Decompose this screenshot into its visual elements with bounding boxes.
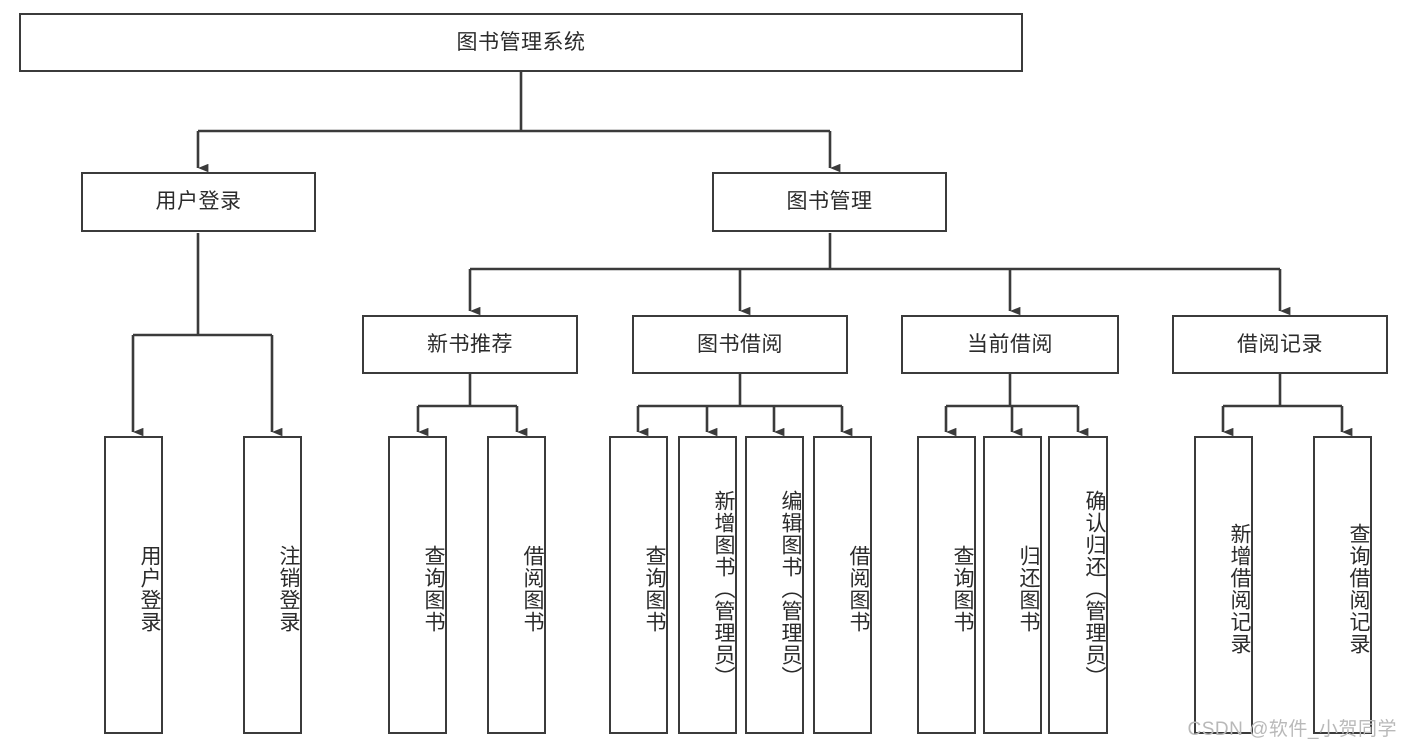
node-label: 查询图书 [951,545,974,633]
watermark-credit: CSDN @软件_小贺同学 [1187,719,1397,740]
node-label: 图书管理 [786,190,873,214]
leaf-new-book-query[interactable]: 查询图书 [388,436,447,734]
node-label: 注销登录 [277,545,300,633]
node-label: 新增借阅记录 [1228,523,1251,655]
node-book-borrow[interactable]: 图书借阅 [632,315,848,374]
node-book-management[interactable]: 图书管理 [712,172,947,232]
node-label: 查询图书 [422,545,445,633]
leaf-user-login-logout[interactable]: 注销登录 [243,436,302,734]
leaf-current-borrow-confirm[interactable]: 确认归还（管理员） [1048,436,1108,734]
node-new-book-recommend[interactable]: 新书推荐 [362,315,578,374]
node-label: 查询图书 [643,545,666,633]
leaf-borrow-record-add[interactable]: 新增借阅记录 [1194,436,1253,734]
leaf-book-borrow-borrow[interactable]: 借阅图书 [813,436,872,734]
node-label: 用户登录 [138,545,161,633]
leaf-book-borrow-query[interactable]: 查询图书 [609,436,668,734]
node-borrow-record[interactable]: 借阅记录 [1172,315,1388,374]
leaf-borrow-record-query[interactable]: 查询借阅记录 [1313,436,1372,734]
node-label: 借阅记录 [1237,332,1323,356]
leaf-new-book-borrow[interactable]: 借阅图书 [487,436,546,734]
node-label: 编辑图书（管理员） [779,490,802,688]
node-root-system[interactable]: 图书管理系统 [19,13,1023,72]
leaf-book-borrow-edit[interactable]: 编辑图书（管理员） [745,436,804,734]
node-label: 新增图书（管理员） [712,490,735,688]
node-label: 图书管理系统 [456,30,586,54]
node-label: 图书借阅 [697,332,783,356]
node-label: 借阅图书 [521,545,544,633]
leaf-book-borrow-add[interactable]: 新增图书（管理员） [678,436,737,734]
node-label: 当前借阅 [967,332,1053,356]
node-label: 新书推荐 [427,332,513,356]
node-label: 归还图书 [1017,545,1040,633]
node-label: 用户登录 [155,190,242,214]
leaf-user-login-login[interactable]: 用户登录 [104,436,163,734]
leaf-current-borrow-return[interactable]: 归还图书 [983,436,1042,734]
node-current-borrow[interactable]: 当前借阅 [901,315,1119,374]
node-label: 借阅图书 [847,545,870,633]
node-user-login[interactable]: 用户登录 [81,172,316,232]
node-label: 确认归还（管理员） [1083,490,1106,688]
node-label: 查询借阅记录 [1347,523,1370,655]
leaf-current-borrow-query[interactable]: 查询图书 [917,436,976,734]
